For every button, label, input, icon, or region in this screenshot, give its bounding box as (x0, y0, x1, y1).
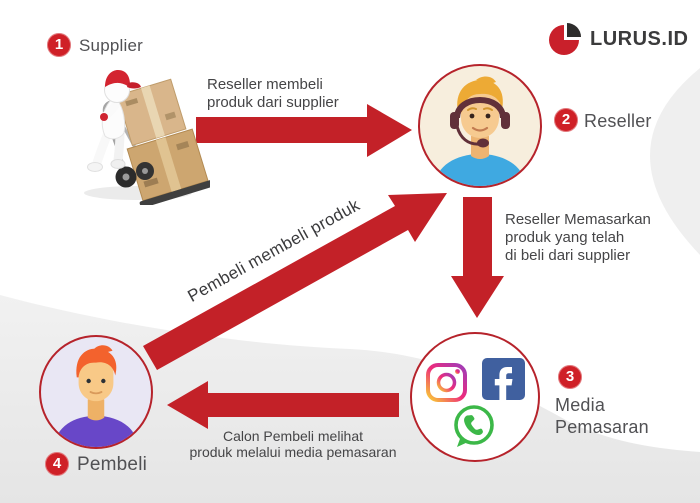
flow-text-supplier-to-reseller: Reseller membeli produk dari supplier (207, 76, 339, 112)
media-label-line2: Pemasaran (555, 417, 649, 437)
logo-text: LURUS.ID (590, 27, 689, 50)
supplier-illustration (84, 70, 210, 205)
flow-text-media-to-pembeli: Calon Pembeli melihat produk melalui med… (183, 428, 403, 460)
flow-text-reseller-to-media: Reseller Memasarkan produk yang telah di… (505, 211, 651, 265)
arrow-reseller-to-media (451, 197, 504, 318)
flow-line: produk yang telah (505, 229, 625, 246)
red-glove (100, 113, 108, 121)
media-label-line1: Media (555, 395, 606, 415)
whatsapp-icon (450, 403, 497, 449)
cardboard-boxes (116, 78, 210, 205)
flow-line: produk melalui media pemasaran (189, 444, 397, 460)
reseller-avatar (418, 64, 542, 188)
pembeli-number-badge: 4 (45, 452, 69, 476)
red-cap (105, 70, 130, 87)
pembeli-label: Pembeli (77, 454, 148, 475)
supplier-number-badge: 1 (47, 33, 71, 57)
flow-line: di beli dari supplier (505, 247, 631, 264)
logo: LURUS.ID (546, 20, 688, 58)
facebook-icon (482, 358, 525, 400)
arrow-supplier-to-reseller (196, 104, 412, 157)
media-label: Media Pemasaran (555, 394, 649, 438)
arrow-pembeli-to-reseller (143, 193, 447, 370)
flow-line: Reseller Memasarkan (505, 211, 651, 228)
pembeli-avatar-illustration (53, 345, 139, 447)
flow-line: Calon Pembeli melihat (222, 428, 364, 444)
flow-line: produk dari supplier (207, 94, 339, 111)
media-number-badge: 3 (558, 365, 582, 389)
supplier-label: Supplier (79, 36, 143, 55)
reseller-avatar-illustration (434, 76, 526, 186)
reseller-number-badge: 2 (554, 108, 578, 132)
pie-chart-icon (549, 23, 581, 55)
arrow-media-to-pembeli (167, 381, 399, 429)
flow-line: Reseller membeli (207, 76, 323, 93)
pembeli-avatar (39, 335, 153, 449)
background-right-wedge (650, 68, 700, 255)
instagram-icon (425, 362, 468, 403)
reseller-label: Reseller (584, 111, 652, 131)
